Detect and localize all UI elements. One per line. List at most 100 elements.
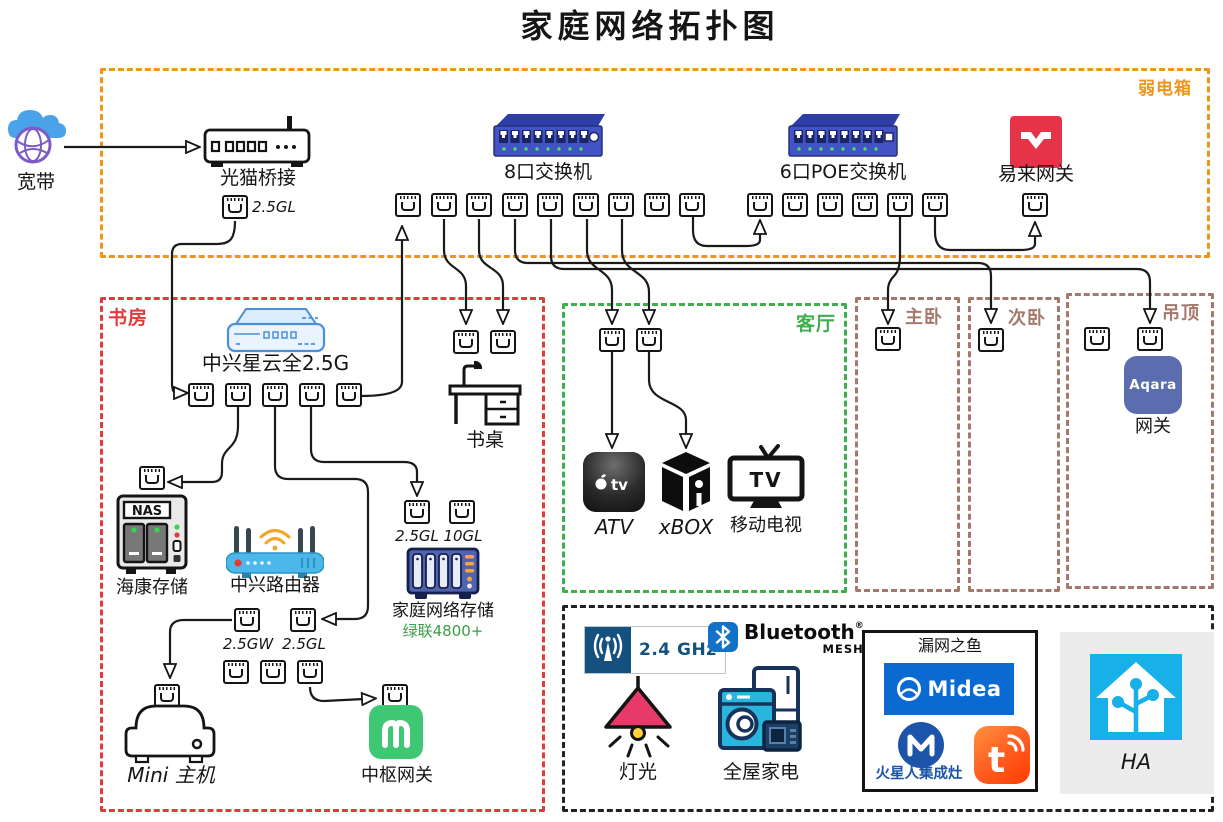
modem-port: [222, 195, 248, 219]
ethernet-port-icon: [1022, 193, 1048, 217]
ethernet-port-icon: [234, 608, 260, 632]
ethernet-port-icon: [297, 660, 323, 684]
ethernet-port-icon: [572, 193, 599, 217]
desk-ports: [453, 330, 516, 354]
living-room-label: 客厅: [796, 313, 837, 335]
ethernet-port-icon: [922, 193, 948, 217]
lighting-label: 灯光: [618, 761, 657, 783]
ethernet-port-icon: [636, 328, 662, 352]
bluetooth-mesh-label: MESH: [822, 642, 864, 656]
ethernet-port-icon: [299, 383, 325, 407]
bluetooth-label: Bluetooth® MESH: [744, 620, 864, 656]
wifi-24ghz-badge: 2.4 GHz: [584, 626, 726, 674]
home-nas-port1-label: 2.5GL: [395, 527, 439, 545]
ethernet-port-icon: [1137, 327, 1163, 351]
router-wan-port-label: 2.5GW: [222, 635, 274, 653]
home-nas-icon: [406, 547, 480, 599]
xbox-label: xBOX: [658, 515, 714, 539]
aqara-gateway-icon: Aqara: [1124, 356, 1182, 414]
mobile-tv-label: 移动电视: [730, 515, 802, 536]
poe-switch-ports: [747, 193, 948, 217]
switch8-label: 8口交换机: [503, 161, 593, 183]
ethernet-port-icon: [643, 193, 670, 217]
ethernet-port-icon: [466, 193, 492, 217]
yeelight-gateway-icon: [1010, 116, 1062, 168]
ethernet-port-icon: [222, 195, 248, 219]
core-switch-ports: [188, 383, 362, 407]
ethernet-port-icon: [262, 383, 288, 407]
ethernet-port-icon: [501, 193, 528, 217]
poe-switch-label: 6口POE交换机: [779, 161, 907, 183]
ethernet-port-icon: [537, 193, 563, 217]
lamp-icon: [604, 676, 672, 758]
nas-port: [139, 466, 165, 490]
ethernet-port-icon: [852, 193, 878, 217]
ethernet-port-icon: [782, 193, 808, 217]
ethernet-port-icon: [139, 466, 165, 490]
ethernet-port-icon: [290, 608, 316, 632]
hikvision-nas-label: 海康存储: [116, 577, 188, 598]
apple-tv-icon: tv: [583, 452, 645, 512]
ethernet-port-icon: [490, 330, 516, 354]
ethernet-port-icon: [260, 660, 286, 684]
ethernet-port-icon: [1084, 327, 1110, 351]
router-lan-port-label: 2.5GL: [282, 635, 326, 653]
tuya-logo: t: [974, 726, 1030, 784]
ethernet-port-icon: [747, 193, 773, 217]
broadband-label: 宽带: [16, 171, 55, 193]
ethernet-port-icon: [223, 660, 249, 684]
ethernet-port-icon: [453, 330, 479, 354]
bluetooth-reg-mark: ®: [854, 621, 864, 631]
study-label: 书房: [108, 307, 149, 329]
ethernet-port-icon: [225, 383, 251, 407]
yeelight-label: 易来网关: [997, 163, 1074, 185]
master-bedroom-port: [875, 327, 901, 351]
study-region: [100, 297, 545, 812]
appliances-label: 全屋家电: [722, 761, 799, 783]
midea-fan-icon: [897, 677, 922, 701]
tv-screen-text: TV: [749, 468, 782, 492]
marssenger-label: 火星人集成灶: [875, 766, 963, 782]
living-room-ports: [599, 328, 662, 352]
mobile-tv-icon: TV: [727, 444, 805, 508]
modem-label: 光猫桥接: [219, 167, 296, 189]
aqara-gateway-label: 网关: [1135, 416, 1171, 437]
mijia-hub-icon: [369, 705, 423, 759]
midea-logo-text: Midea: [927, 677, 1002, 701]
switch8-icon: [493, 114, 605, 157]
zte-router-label: 中兴路由器: [230, 575, 320, 596]
hub-gateway-label: 中枢网关: [361, 765, 433, 786]
poe-switch-icon: [788, 114, 900, 157]
ethernet-port-icon: [449, 500, 475, 524]
zte-router-icon: [226, 526, 324, 578]
ethernet-port-icon: [599, 328, 625, 352]
master-bedroom-region: [855, 297, 960, 592]
bluetooth-mesh-badge: Bluetooth® MESH: [708, 620, 864, 656]
modem-port-label: 2.5GL: [252, 198, 296, 216]
desk-label: 书桌: [465, 429, 504, 451]
home-assistant-icon: [1090, 654, 1182, 740]
ethernet-port-icon: [395, 193, 421, 217]
router-lan-ports: [223, 660, 323, 684]
yeelight-port: [1022, 193, 1048, 217]
hikvision-nas-icon: NAS: [116, 494, 188, 574]
ceiling-label: 吊顶: [1162, 303, 1200, 324]
ceiling-ports: [1084, 327, 1163, 351]
ethernet-port-icon: [404, 500, 430, 524]
xbox-icon: [662, 452, 710, 511]
wifi-24ghz-label: 2.4 GHz: [639, 640, 717, 660]
leftover-title: 漏网之鱼: [917, 636, 982, 655]
home-nas-ports: [404, 500, 475, 524]
midea-logo: Midea: [884, 663, 1014, 715]
mini-pc-port: [154, 684, 180, 708]
weak-box-label: 弱电箱: [1138, 79, 1192, 99]
optical-modem-icon: [203, 116, 311, 167]
ethernet-port-icon: [679, 193, 705, 217]
ethernet-port-icon: [887, 193, 913, 217]
second-bedroom-port: [978, 328, 1004, 352]
desk-icon: [448, 360, 522, 426]
core-switch-label: 中兴星云全2.5G: [201, 351, 350, 375]
wifi-antenna-icon: [585, 627, 631, 673]
aqara-logo-text: Aqara: [1129, 377, 1177, 393]
